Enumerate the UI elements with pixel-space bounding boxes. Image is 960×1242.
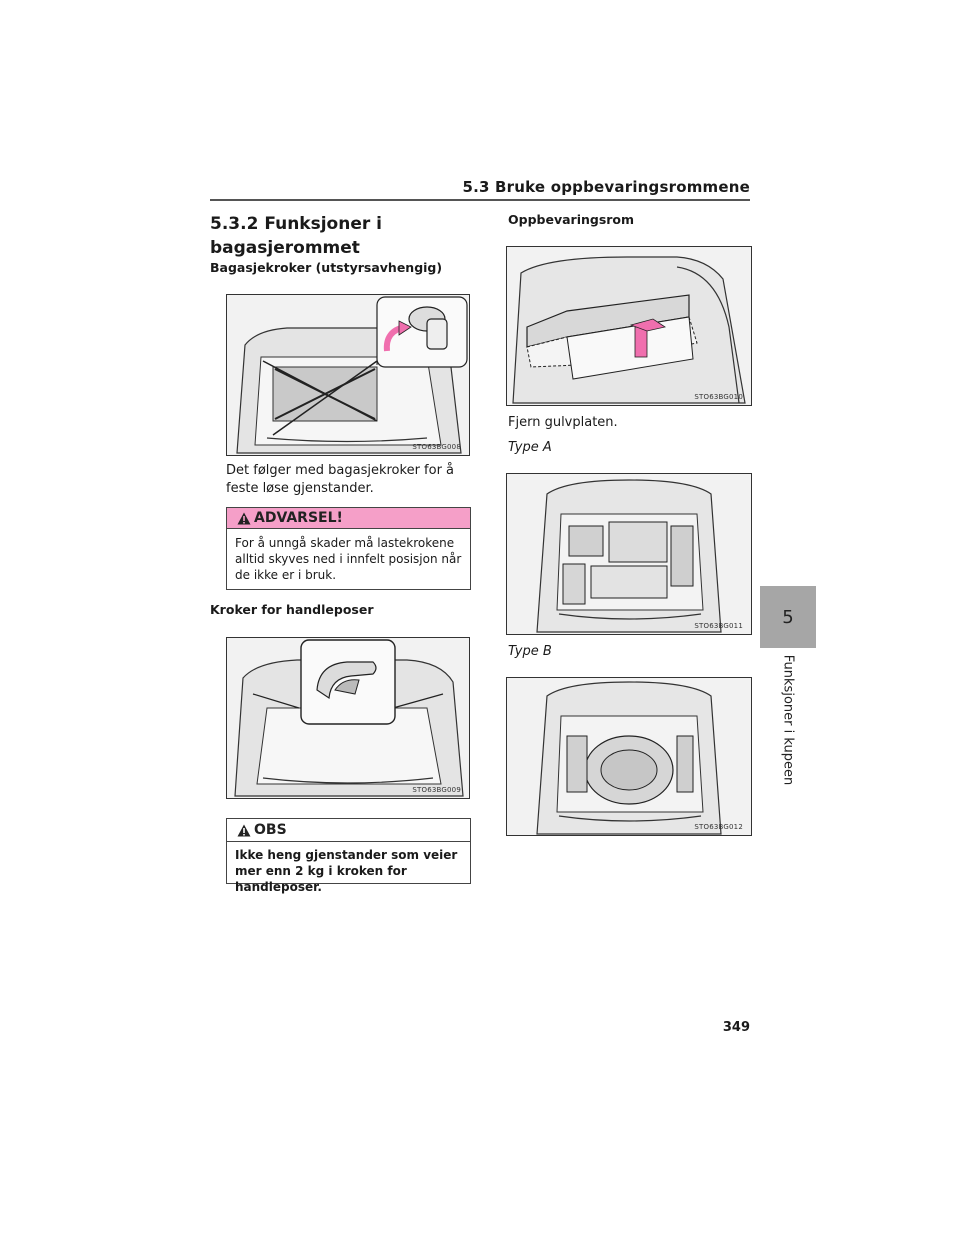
figure-code: STO63BG009 [412, 786, 461, 794]
figure-cargo-hooks: STO63BG008 [226, 294, 470, 456]
hooks-text: Det følger med bagasjekroker for å feste… [226, 463, 455, 496]
warning-triangle-icon [237, 512, 251, 524]
figure-code: STO63BG008 [412, 443, 461, 451]
running-header: 5.3 Bruke oppbevaringsrommene [462, 178, 750, 196]
chapter-side-label: Funksjoner i kupeen [760, 650, 816, 790]
section-title: 5.3.2 Funksjoner i bagasjerommet [210, 214, 382, 258]
figure-bag-hooks: STO63BG009 [226, 637, 470, 799]
figure-code: STO63BG011 [694, 622, 743, 630]
notice-header: OBS [227, 819, 470, 842]
chapter-title: Funksjoner i kupeen [780, 654, 796, 786]
type-b-illustration [536, 681, 722, 835]
warning-text: For å unngå skader må lastekrokene allti… [235, 536, 462, 582]
notice-label: OBS [254, 822, 287, 838]
remove-floor-text: Fjern gulvplaten. [508, 415, 618, 430]
notice-text: Ikke heng gjenstander som veier mer enn … [235, 848, 458, 894]
notice-box: OBS Ikke heng gjenstander som veier mer … [226, 818, 471, 894]
storage-heading: Oppbevaringsrom [508, 212, 635, 227]
notice-triangle-icon [237, 824, 251, 836]
warning-label: ADVARSEL! [254, 510, 343, 526]
chapter-tab: 5 [760, 586, 816, 648]
figure-storage: STO63BG010 [506, 246, 752, 406]
warning-box: ADVARSEL! For å unngå skader må lastekro… [226, 507, 471, 590]
figure-type-a: STO63BG011 [506, 473, 752, 635]
figure-type-b: STO63BG012 [506, 677, 752, 836]
type-a-illustration [536, 479, 722, 633]
type-b-label: Type B [508, 644, 552, 659]
cargo-hooks-illustration [236, 296, 468, 454]
storage-illustration [512, 256, 746, 404]
hooks-heading: Bagasjekroker (utstyrsavhengig) [210, 260, 443, 275]
bag-hooks-heading: Kroker for handleposer [210, 602, 374, 617]
header-rule [210, 199, 750, 201]
bag-hooks-illustration [234, 639, 464, 797]
type-a-label: Type A [508, 440, 552, 455]
page-number: 349 [722, 1020, 750, 1035]
warning-header: ADVARSEL! [227, 508, 470, 529]
figure-code: STO63BG010 [694, 393, 743, 401]
figure-code: STO63BG012 [694, 823, 743, 831]
